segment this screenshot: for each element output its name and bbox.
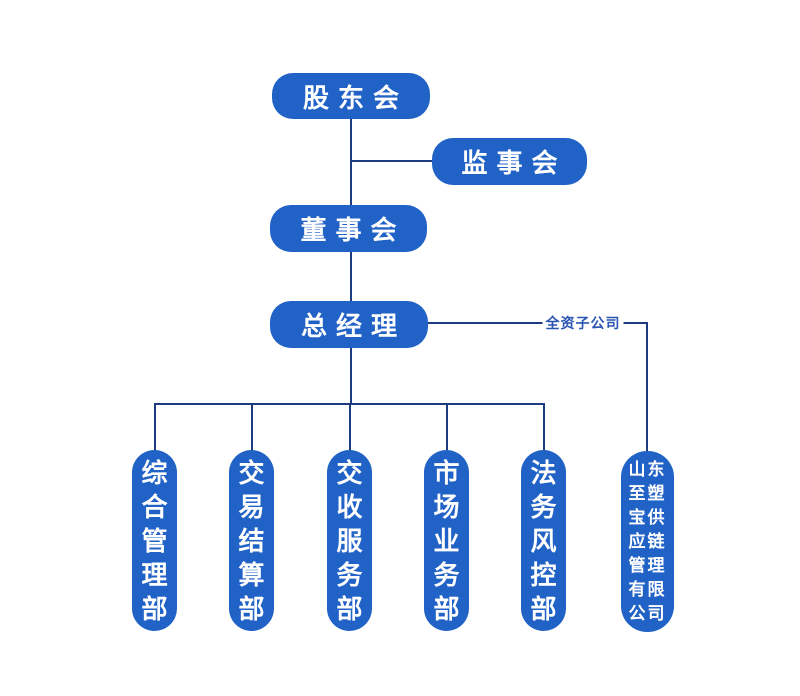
node-label: 法务风控部	[530, 457, 557, 624]
wholly-owned-subsidiary-label: 全资子公司	[542, 313, 624, 333]
connector-drop-dept-4	[446, 405, 448, 451]
connector-drop-dept-5	[543, 405, 545, 451]
node-dept-general-management: 综合管理部	[132, 450, 177, 631]
node-dept-legal-risk-control: 法务风控部	[521, 450, 566, 631]
node-supervisory-board: 监事会	[432, 138, 587, 185]
node-label: 综合管理部	[141, 457, 168, 624]
node-dept-trading-settlement: 交易结算部	[229, 450, 274, 631]
node-dept-delivery-service: 交收服务部	[327, 450, 372, 631]
connector-supervisory-branch	[352, 160, 432, 162]
connector-departments-bus	[154, 403, 545, 405]
node-board-of-directors: 董事会	[270, 205, 427, 252]
node-label: 交收服务部	[336, 457, 363, 624]
node-label: 市场业务部	[433, 457, 460, 624]
node-label: 股东会	[302, 82, 408, 113]
connector-general-manager-bus	[350, 348, 352, 405]
connector-drop-dept-2	[251, 405, 253, 451]
node-subsidiary-company: 山东至塑宝供应链管理有限公司	[621, 451, 674, 632]
node-general-manager: 总经理	[270, 301, 428, 348]
connector-general-manager-subsidiary	[428, 322, 648, 324]
connector-drop-dept-3	[349, 405, 351, 451]
connector-board-general-manager	[350, 252, 352, 301]
connector-shareholders-board	[350, 119, 352, 206]
node-shareholders-meeting: 股东会	[272, 73, 430, 119]
node-label: 董事会	[300, 215, 406, 245]
node-label: 总经理	[300, 311, 406, 341]
node-label: 山东至塑宝供应链管理有限公司	[628, 459, 667, 623]
connector-drop-dept-1	[154, 405, 156, 451]
node-label: 监事会	[461, 148, 567, 178]
node-dept-market-business: 市场业务部	[424, 450, 469, 631]
connector-subsidiary-drop	[646, 322, 648, 452]
node-label: 交易结算部	[238, 457, 265, 624]
